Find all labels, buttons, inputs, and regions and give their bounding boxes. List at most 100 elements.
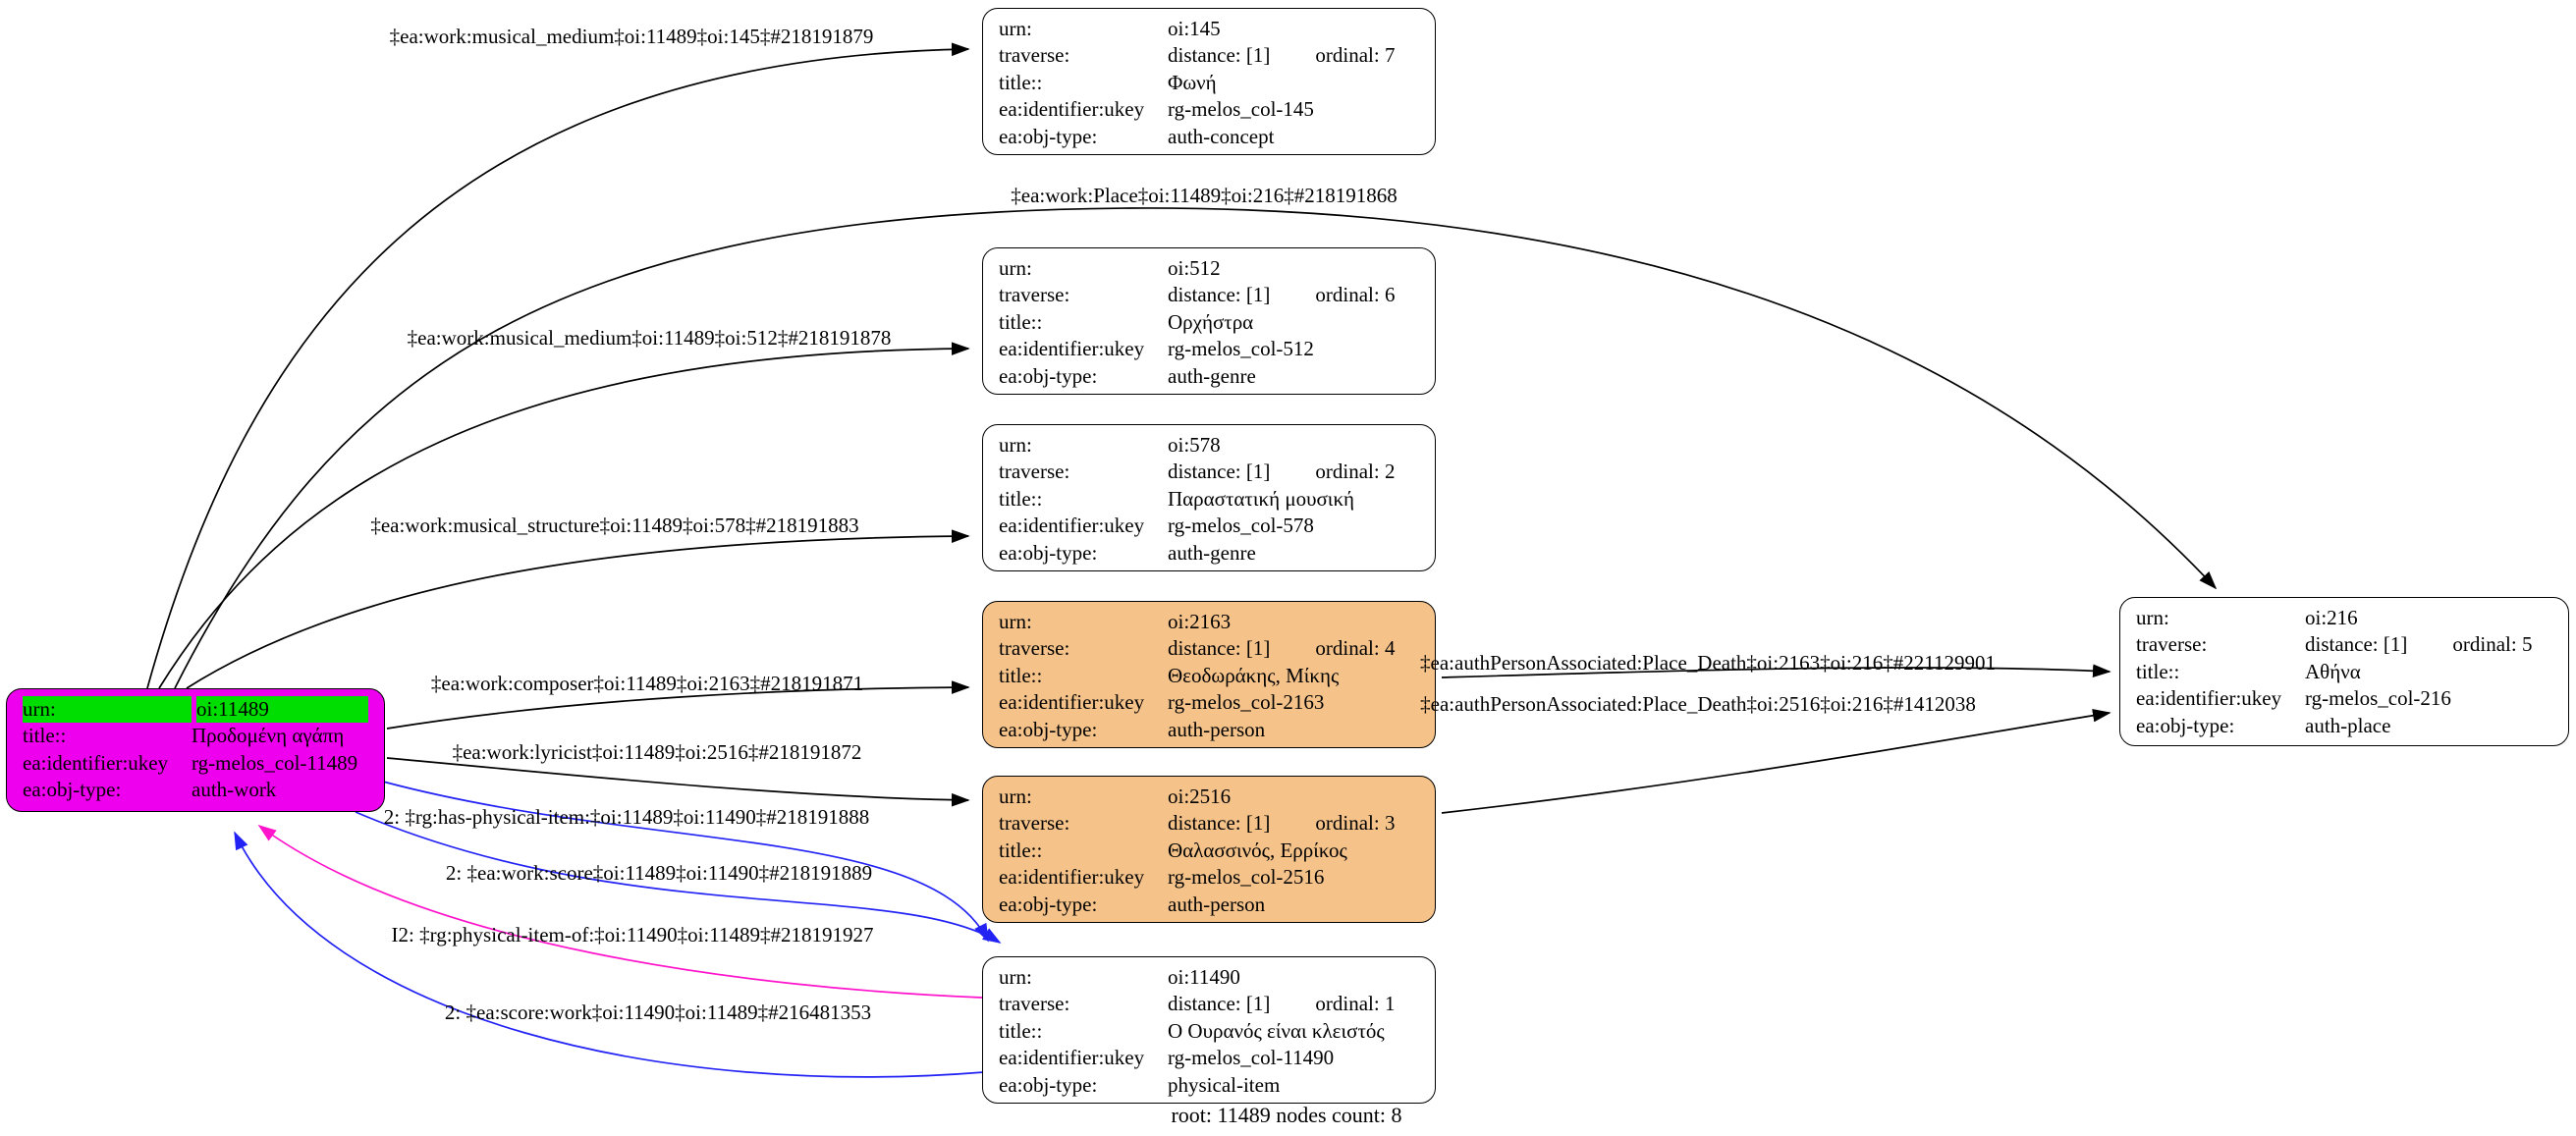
node-oi-512[interactable]: urn: oi:512 traverse: distance: [1] ordinal:… [982,247,1436,395]
row-value: oi:512 [1168,256,1221,280]
row-value: auth-genre [1168,363,1256,388]
row-key: traverse: [999,636,1070,661]
row-value: auth-concept [1168,124,1275,148]
node-row: urn: oi:11490 [999,964,1419,991]
edge-rg-has-physical-item [382,781,989,943]
node-row: urn:oi:2516 [999,784,1419,810]
row-value: oi:2516 [1168,784,1232,808]
edge-work-musical-medium-512 [158,342,970,689]
node-row: urn:oi:11489 [23,696,368,724]
node-row: title::Αθήνα [2136,659,2552,685]
row-key: ea:obj-type: [999,1072,1098,1097]
node-row: ea:obj-type:auth-concept [999,124,1419,150]
row-value: rg-melos_col-145 [1168,97,1314,122]
edge-label-work-place-216: ‡ea:work:Place‡oi:11489‡oi:216‡#21819186… [1011,184,1398,207]
row-key: traverse: [999,460,1070,484]
node-row: traverse:distance: [1]ordinal: 1 [999,991,1419,1017]
row-value: oi:145 [1168,17,1221,40]
row-value: rg-melos_col-11489 [192,750,358,775]
edge-label-person-place-death-2516: ‡ea:authPersonAssociated:Place_Death‡oi:… [1420,692,1976,716]
node-row: title::Προδομένη αγάπη [23,723,368,749]
row-key: urn: [2136,606,2169,629]
edge-label-work-score: 2: ‡ea:work:score‡oi:11489‡oi:11490‡#218… [445,861,873,885]
row-key: urn: [999,965,1032,989]
row-key: title:: [999,663,1043,687]
row-value: distance: [1] [1168,43,1271,68]
node-row: ea:obj-type: auth-genre [999,363,1419,390]
node-row: traverse:distance: [1]ordinal: 2 [999,459,1419,485]
edge-label-score-work: 2: ‡ea:score:work‡oi:11490‡oi:11489‡#216… [444,1001,872,1024]
row-value: rg-melos_col-11490 [1168,1046,1335,1070]
row-key: ea:identifier:ukey [999,865,1145,890]
row-key: title:: [23,724,67,748]
row-key: title:: [999,1018,1043,1043]
row-value-ordinal: ordinal: 4 [1315,636,1396,661]
row-value: rg-melos_col-512 [1168,337,1314,361]
node-row: urn: oi:512 [999,255,1419,282]
edge-score-work [234,831,985,1078]
row-key: urn: [999,17,1032,40]
node-row: urn: oi:578 [999,432,1419,459]
edge-person-place-death-2163 [1441,664,2111,678]
row-key: ea:obj-type: [999,363,1098,388]
row-value: oi:216 [2305,606,2358,629]
row-value-ordinal: ordinal: 3 [1315,811,1396,836]
row-value: rg-melos_col-2163 [1168,690,1325,715]
row-value: auth-person [1168,717,1266,741]
row-value: oi:11490 [1168,965,1240,989]
row-value: auth-place [2305,713,2391,737]
edge-label-work-musical-medium-145: ‡ea:work:musical_medium‡oi:11489‡oi:145‡… [389,25,874,48]
row-value: distance: [1] [1168,283,1271,307]
row-key: urn: [999,433,1032,457]
row-value: rg-melos_col-216 [2305,686,2451,711]
row-value: distance: [1] [1168,811,1271,836]
node-row: ea:obj-type:auth-genre [999,540,1419,567]
edge-work-score [355,811,1002,944]
row-key: traverse: [999,992,1070,1016]
row-key: ea:identifier:ukey [999,514,1145,538]
node-row: ea:identifier:ukey rg-melos_col-2516 [999,864,1419,891]
row-key: ea:identifier:ukey [2136,686,2282,711]
node-row: ea:obj-type:physical-item [999,1072,1419,1099]
row-value-ordinal: ordinal: 5 [2452,632,2533,657]
row-value: oi:578 [1168,433,1221,457]
node-row: title::Φωνή [999,70,1419,96]
edge-work-place-216 [174,207,2218,689]
row-key: traverse: [2136,632,2208,657]
row-value: Προδομένη αγάπη [192,724,345,748]
node-row: title::Θεοδωράκης, Μίκης [999,663,1419,689]
row-key: traverse: [999,43,1070,68]
row-value: rg-melos_col-2516 [1168,865,1325,890]
node-row: urn: oi:145 [999,16,1419,42]
row-value: Θαλασσινός, Ερρίκος [1168,838,1347,862]
node-row: title::Ορχήστρα [999,309,1419,336]
row-value: Θεοδωράκης, Μίκης [1168,663,1340,687]
node-row: title::Παραστατική μουσική [999,486,1419,513]
row-key: ea:obj-type: [2136,713,2235,737]
row-key: urn: [999,256,1032,280]
node-row: traverse:distance: [1]ordinal: 3 [999,810,1419,837]
edge-label-rg-physical-item-of: I2: ‡rg:physical-item-of:‡oi:11490‡oi:11… [391,923,874,947]
row-value: oi:11489 [196,696,368,724]
row-key: title:: [999,70,1043,94]
row-value-ordinal: ordinal: 6 [1315,283,1396,307]
row-value: oi:2163 [1168,610,1232,633]
row-value: Παραστατική μουσική [1168,486,1355,511]
row-key: traverse: [999,283,1070,307]
node-row: traverse:distance: [1]ordinal: 7 [999,42,1419,69]
row-key: ea:obj-type: [999,892,1098,916]
node-row: ea:obj-type:auth-work [23,777,368,803]
row-value: distance: [1] [1168,460,1271,484]
